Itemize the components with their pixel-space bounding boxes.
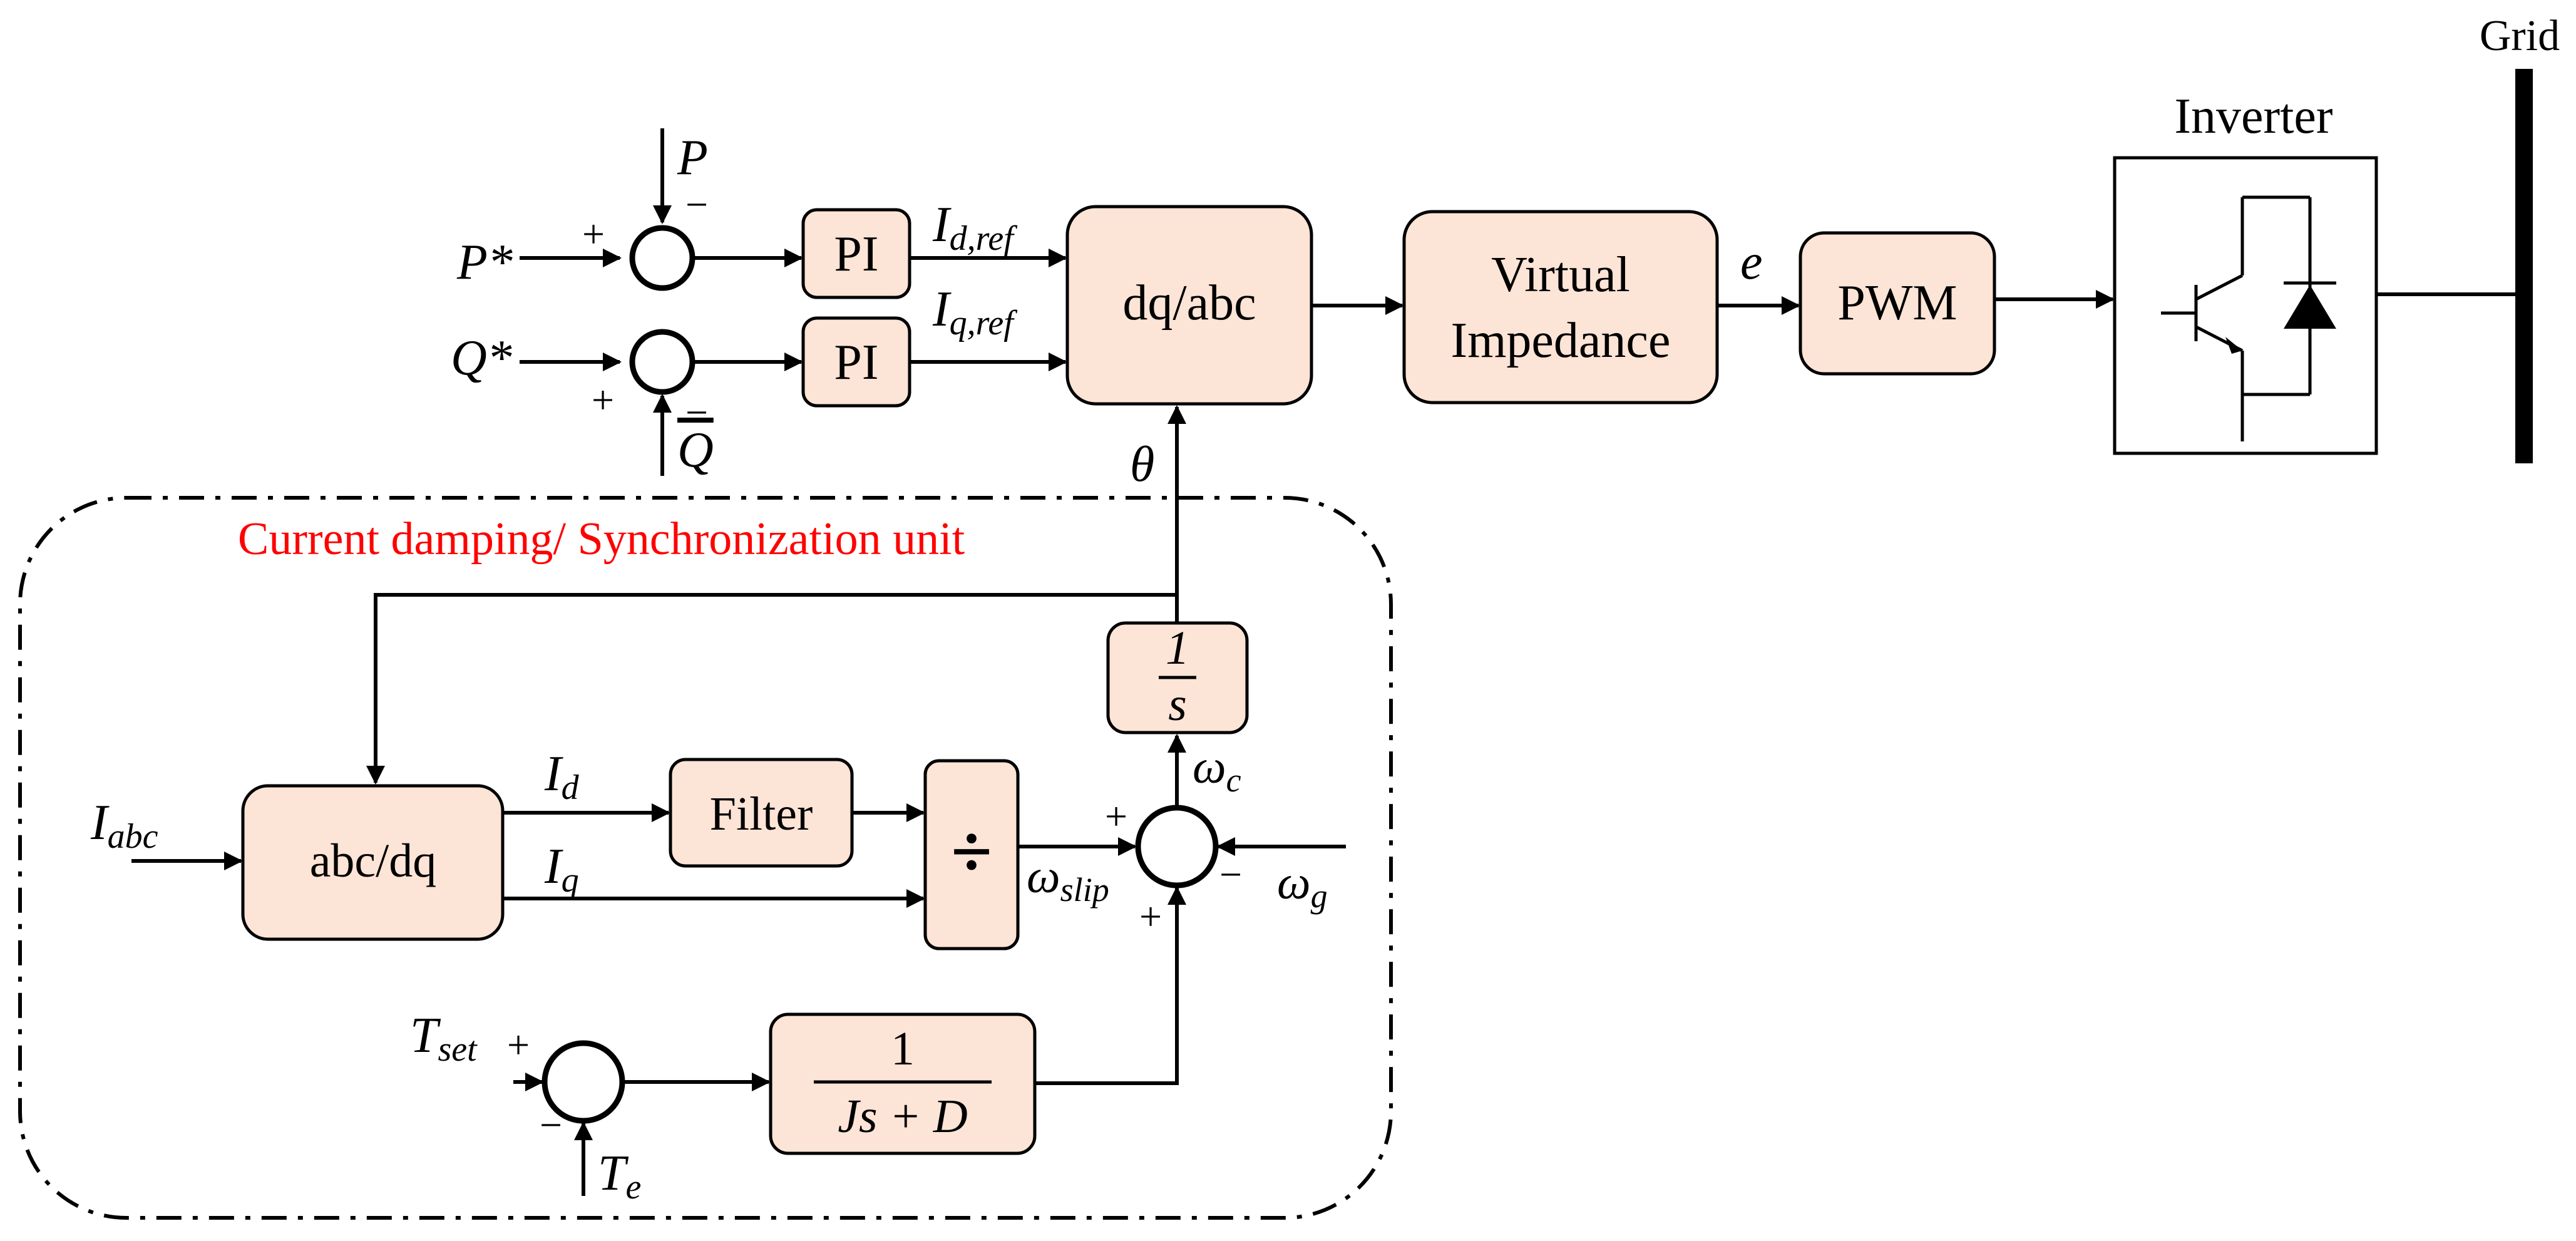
virtual-impedance-label-line2: Impedance (1451, 313, 1671, 368)
sum-torque-plus-sign: + (507, 1022, 530, 1067)
sum-omega-plus-top: + (1105, 794, 1127, 838)
pi-q-label: PI (834, 335, 878, 390)
sum-junction-omega (1135, 805, 1219, 888)
omega-c-label: ωc (1193, 741, 1241, 799)
iq-label: Iq (544, 839, 579, 900)
q-label: Q (677, 423, 714, 478)
diode-triangle-icon (2284, 285, 2336, 329)
virtual-impedance-block (1402, 210, 1719, 404)
p-label: P (677, 130, 708, 185)
p-star-label: P* (456, 235, 513, 290)
id-label: Id (544, 746, 580, 807)
t-e-label: Te (598, 1146, 641, 1207)
pi-d-block (801, 208, 911, 299)
sum-junction-p (629, 225, 695, 291)
grid-label: Grid (2480, 12, 2560, 60)
inertia-to-sum-line (1035, 886, 1186, 1085)
iq-ref-label: Iq,ref (932, 282, 1018, 342)
pwm-block (1799, 231, 1996, 376)
sum-junction-q (629, 329, 695, 395)
inverter-title: Inverter (2174, 89, 2332, 144)
e-label: e (1740, 235, 1763, 290)
grid-bus (2515, 69, 2533, 463)
divide-icon: ÷ (951, 810, 992, 893)
abc-dq-label: abc/dq (310, 835, 437, 887)
filter-label: Filter (710, 788, 813, 840)
integrator-denominator: s (1168, 678, 1187, 731)
theta-label: θ (1130, 437, 1154, 492)
integrator-numerator: 1 (1166, 622, 1189, 674)
iabc-label: Iabc (90, 795, 158, 856)
id-ref-label: Id,ref (932, 197, 1018, 258)
inertia-numerator: 1 (891, 1022, 915, 1075)
inverter-block (2113, 156, 2378, 455)
t-set-label: Tset (410, 1008, 478, 1069)
divide-block (923, 759, 1020, 950)
inertia-block (769, 1012, 1037, 1155)
sum-p-minus-sign: − (685, 182, 708, 227)
synchronization-unit-boundary (18, 496, 1393, 1220)
synchronization-unit-title: Current damping/ Synchronization unit (238, 513, 965, 565)
emitter-arrow-icon (2225, 337, 2242, 354)
dq-abc-label: dq/abc (1122, 275, 1256, 331)
igbt-diode-icon (2161, 195, 2336, 441)
omega-g-label: ωg (1277, 857, 1328, 915)
pwm-label: PWM (1837, 275, 1957, 331)
omega-slip-label: ωslip (1027, 850, 1109, 909)
sum-q-minus-sign: − (685, 390, 708, 435)
sum-omega-minus: − (1219, 852, 1242, 897)
q-star-label: Q* (451, 331, 512, 386)
theta-feedback-line (366, 593, 1177, 785)
sum-p-plus-sign: + (582, 212, 605, 256)
pi-d-label: PI (834, 227, 878, 282)
sum-omega-plus-bottom: + (1139, 894, 1162, 939)
virtual-impedance-label-line1: Virtual (1491, 247, 1630, 302)
inertia-denominator: Js + D (838, 1090, 967, 1143)
sum-torque-minus-sign: − (540, 1103, 562, 1147)
abc-dq-block (241, 784, 505, 941)
sum-q-plus-sign: + (592, 378, 614, 422)
